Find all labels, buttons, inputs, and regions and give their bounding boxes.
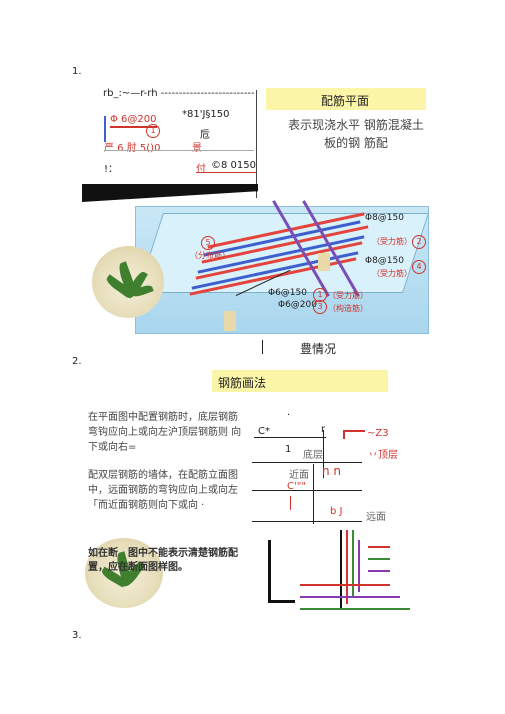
rebar-bend (340, 530, 342, 610)
callout-circle-3: 3 (313, 300, 327, 314)
near-face-label: 近面 (289, 470, 309, 481)
caption-tick (262, 340, 263, 354)
bj-mark: b J (330, 506, 343, 517)
slab-label-3b: （受力筋） (328, 291, 368, 300)
diagram-line (252, 490, 362, 491)
callout-circle-5: 5 (201, 236, 215, 250)
panel-shadow (82, 184, 258, 202)
diagram-line (323, 430, 324, 478)
slide2-para3: 如在断 图中不能表示清楚钢筋配置，应在断面图样图。 (88, 548, 238, 573)
callout-circle-2: 2 (412, 235, 426, 249)
underline (196, 172, 256, 173)
rebar-spacing-label: Φ 6@200 (110, 114, 157, 128)
rebar-bend (300, 584, 390, 586)
diagram-line (252, 521, 362, 522)
diagram-line (290, 496, 291, 510)
rebar-mark (104, 116, 106, 142)
rebar-spacing-label-2: 严 6 肘 5()0 (104, 143, 161, 154)
rebar-bend (368, 558, 390, 560)
slide1-text: 表示现浇水平 钢筋混凝土板的钢 筋配 (288, 118, 424, 150)
rebar-bend (352, 530, 354, 598)
rebar-code: *81'J§150 (182, 109, 230, 120)
slide2-title: 钢筋画法 (218, 376, 267, 390)
nn-mark: n n (322, 464, 342, 478)
plant-decoration-image (92, 246, 164, 318)
section-number-3: 3. (72, 630, 82, 641)
section-number-1: 1. (72, 66, 82, 77)
dot-mark: · (287, 410, 291, 421)
section-number-2: 2. (72, 356, 82, 367)
slab-support (224, 311, 236, 331)
rebar-spacing-label-3: ©8 0150 (211, 160, 256, 171)
mark-text-4: 付 (196, 164, 206, 175)
slab-label-1: Φ8@150 (365, 213, 404, 223)
r-mark: r (321, 424, 325, 435)
z3-label: ~Z3 (367, 428, 389, 439)
diagram-line (254, 437, 326, 438)
c-star-label: C* (258, 426, 270, 437)
slab-label-3: Φ6@150 (268, 288, 307, 298)
slide2-title-box (212, 370, 388, 392)
rebar-hook (343, 430, 365, 439)
panel-edge (256, 90, 257, 198)
plant-decoration-image-2 (85, 538, 163, 608)
top-layer-label: 丷顶层 (368, 450, 398, 461)
slide1-title-box (266, 88, 426, 110)
rebar-bend (368, 546, 390, 548)
slab-label-1b: （受力筋） (372, 237, 412, 246)
callout-circle: 1 (146, 124, 160, 138)
slide1-caption: 豊情况 (300, 342, 337, 356)
slab-label-4b: （构造筋） (328, 304, 368, 313)
one-mark: 1 (285, 444, 292, 455)
far-face-label: 远面 (366, 512, 386, 523)
diagram-line (313, 464, 314, 524)
rebar-bend (300, 608, 410, 610)
mark-text: 卮 (200, 130, 210, 141)
callout-circle-4: 4 (412, 260, 426, 274)
slide2-para2: 配双层钢筋的墙体，在配筋立面图中，远面钢筋的弯钩应向上或向左「而近面钢筋则向下或… (88, 470, 238, 511)
mark-text-3: !： (104, 164, 119, 175)
slab-label-distribution: （分布筋） (190, 251, 230, 260)
slab-label-4: Φ6@200 (278, 300, 317, 310)
rebar-bend (346, 530, 348, 604)
dash-line-text: rb_:~—r-rh -------------------------- (103, 88, 255, 99)
c-mark: C'"" (287, 481, 306, 492)
slab-support (318, 253, 330, 271)
slide2-para1: 在平面图中配置钢筋时，底层钢筋弯钩应向上或向左沪顶层钢筋则 向下或向右= (88, 412, 242, 453)
rebar-bend (268, 540, 295, 603)
slab-rebar-illustration (135, 200, 429, 334)
slab-label-2: Φ8@150 (365, 256, 404, 266)
bottom-layer-label: 底层 (303, 450, 323, 461)
divider (104, 150, 254, 151)
slab-label-2b: （受力筋） (372, 269, 412, 278)
diagram-line (252, 462, 362, 463)
mark-text-2: 景 (192, 143, 202, 154)
slide1-title: 配筋平面 (321, 94, 370, 108)
rebar-bend (368, 570, 390, 572)
rebar-bend (358, 540, 360, 592)
rebar-bend (300, 596, 400, 598)
